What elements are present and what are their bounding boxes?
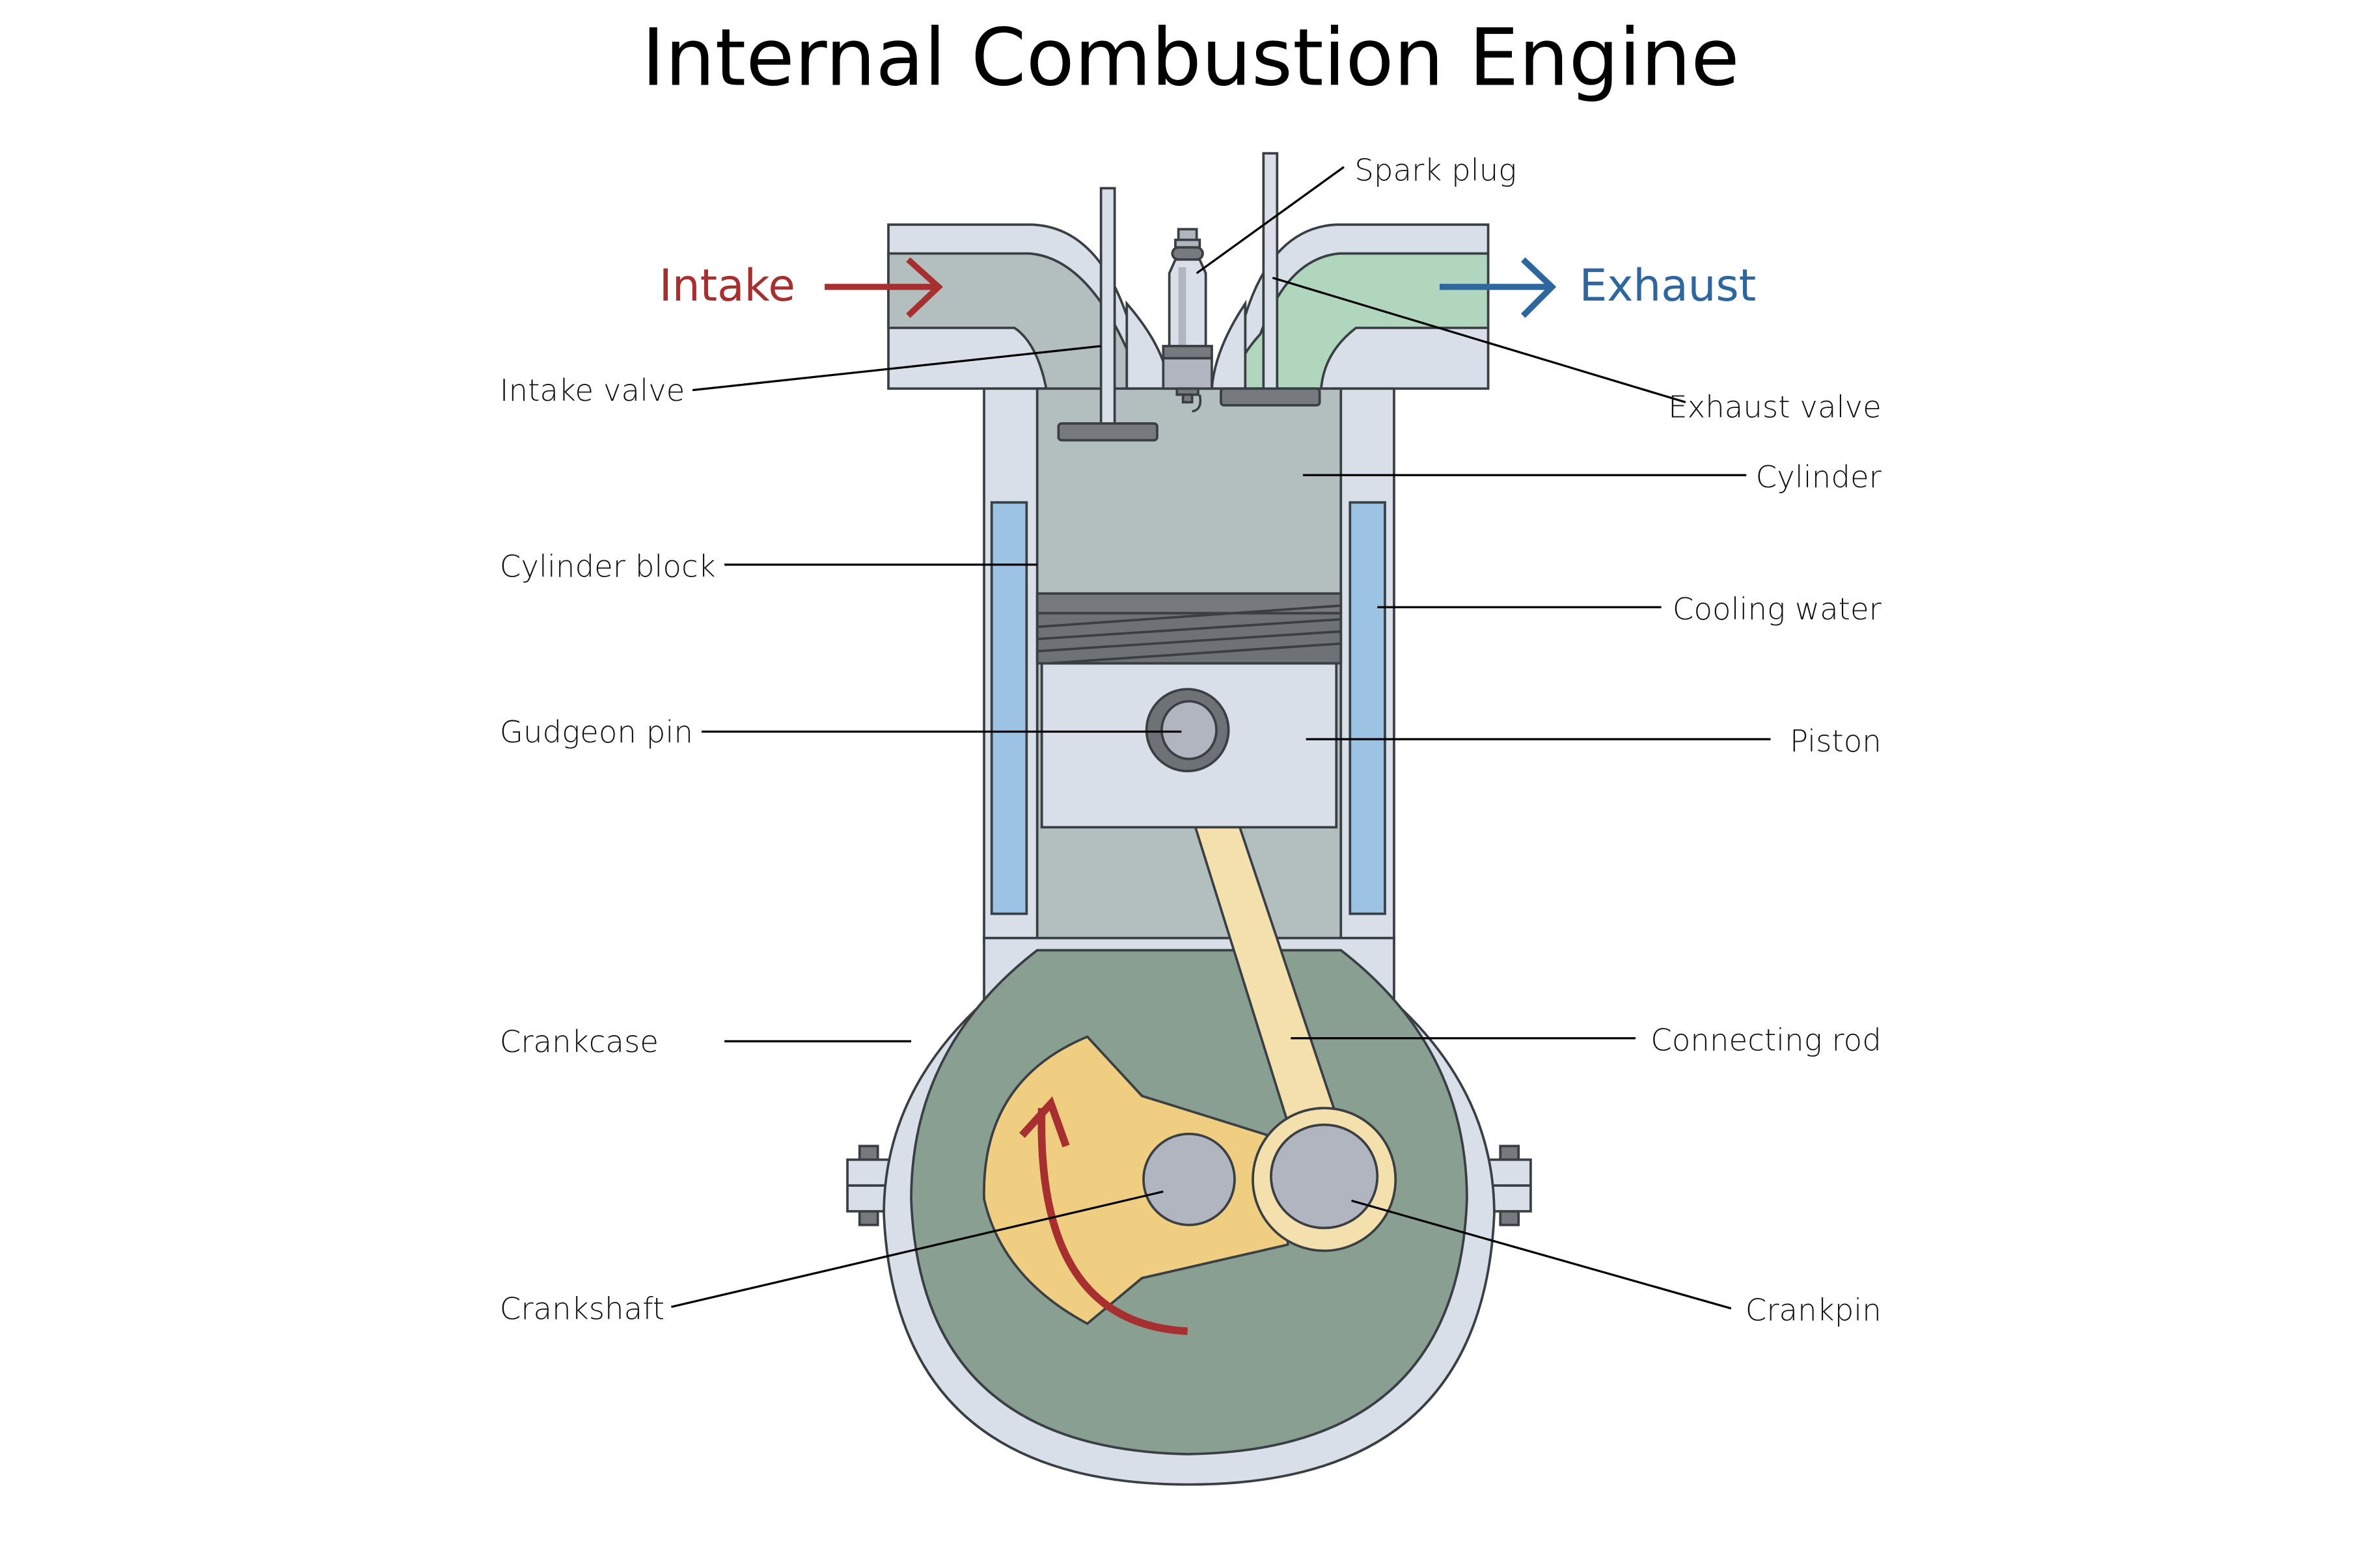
- label-piston: Piston: [1790, 724, 1882, 759]
- intake-indicator: Intake: [659, 257, 943, 318]
- spark-plug: [1162, 228, 1213, 412]
- intake-valve: [1057, 187, 1158, 442]
- leader-spark-plug: [1196, 166, 1345, 275]
- label-crankshaft: Crankshaft: [500, 1291, 664, 1327]
- label-connecting-rod: Connecting rod: [1650, 1023, 1882, 1058]
- leader-crankpin: [1351, 1199, 1732, 1310]
- exhaust-indicator: Exhaust: [1439, 257, 1757, 318]
- leader-intake-valve: [692, 345, 1101, 392]
- cooling-water-right: [1349, 501, 1386, 915]
- exhaust-label: Exhaust: [1580, 260, 1757, 311]
- label-cylinder-block: Cylinder block: [500, 550, 716, 585]
- leader-lines: [671, 166, 1771, 1310]
- label-cylinder: Cylinder: [1756, 460, 1882, 495]
- leader-crankshaft: [671, 1190, 1164, 1308]
- cooling-water-left: [990, 501, 1028, 915]
- label-exhaust-valve: Exhaust valve: [1668, 390, 1882, 426]
- label-gudgeon-pin: Gudgeon pin: [500, 715, 693, 750]
- crankpin: [1252, 1107, 1397, 1252]
- label-cooling-water: Cooling water: [1673, 592, 1882, 627]
- arrow-right-icon: [1439, 257, 1557, 318]
- leader-exhaust-valve: [1272, 277, 1686, 403]
- gudgeon-pin: [1145, 688, 1230, 773]
- rotation-arrow-icon: [1019, 1096, 1188, 1335]
- label-crankcase: Crankcase: [500, 1025, 659, 1060]
- arrow-right-icon: [825, 257, 943, 318]
- label-crankpin: Crankpin: [1746, 1293, 1882, 1329]
- crankshaft: [1142, 1132, 1236, 1226]
- label-spark-plug: Spark plug: [1354, 154, 1516, 189]
- exhaust-valve: [1220, 152, 1321, 407]
- page-title: Internal Combustion Engine: [642, 12, 1740, 104]
- intake-label: Intake: [659, 260, 795, 311]
- label-intake-valve: Intake valve: [500, 373, 685, 409]
